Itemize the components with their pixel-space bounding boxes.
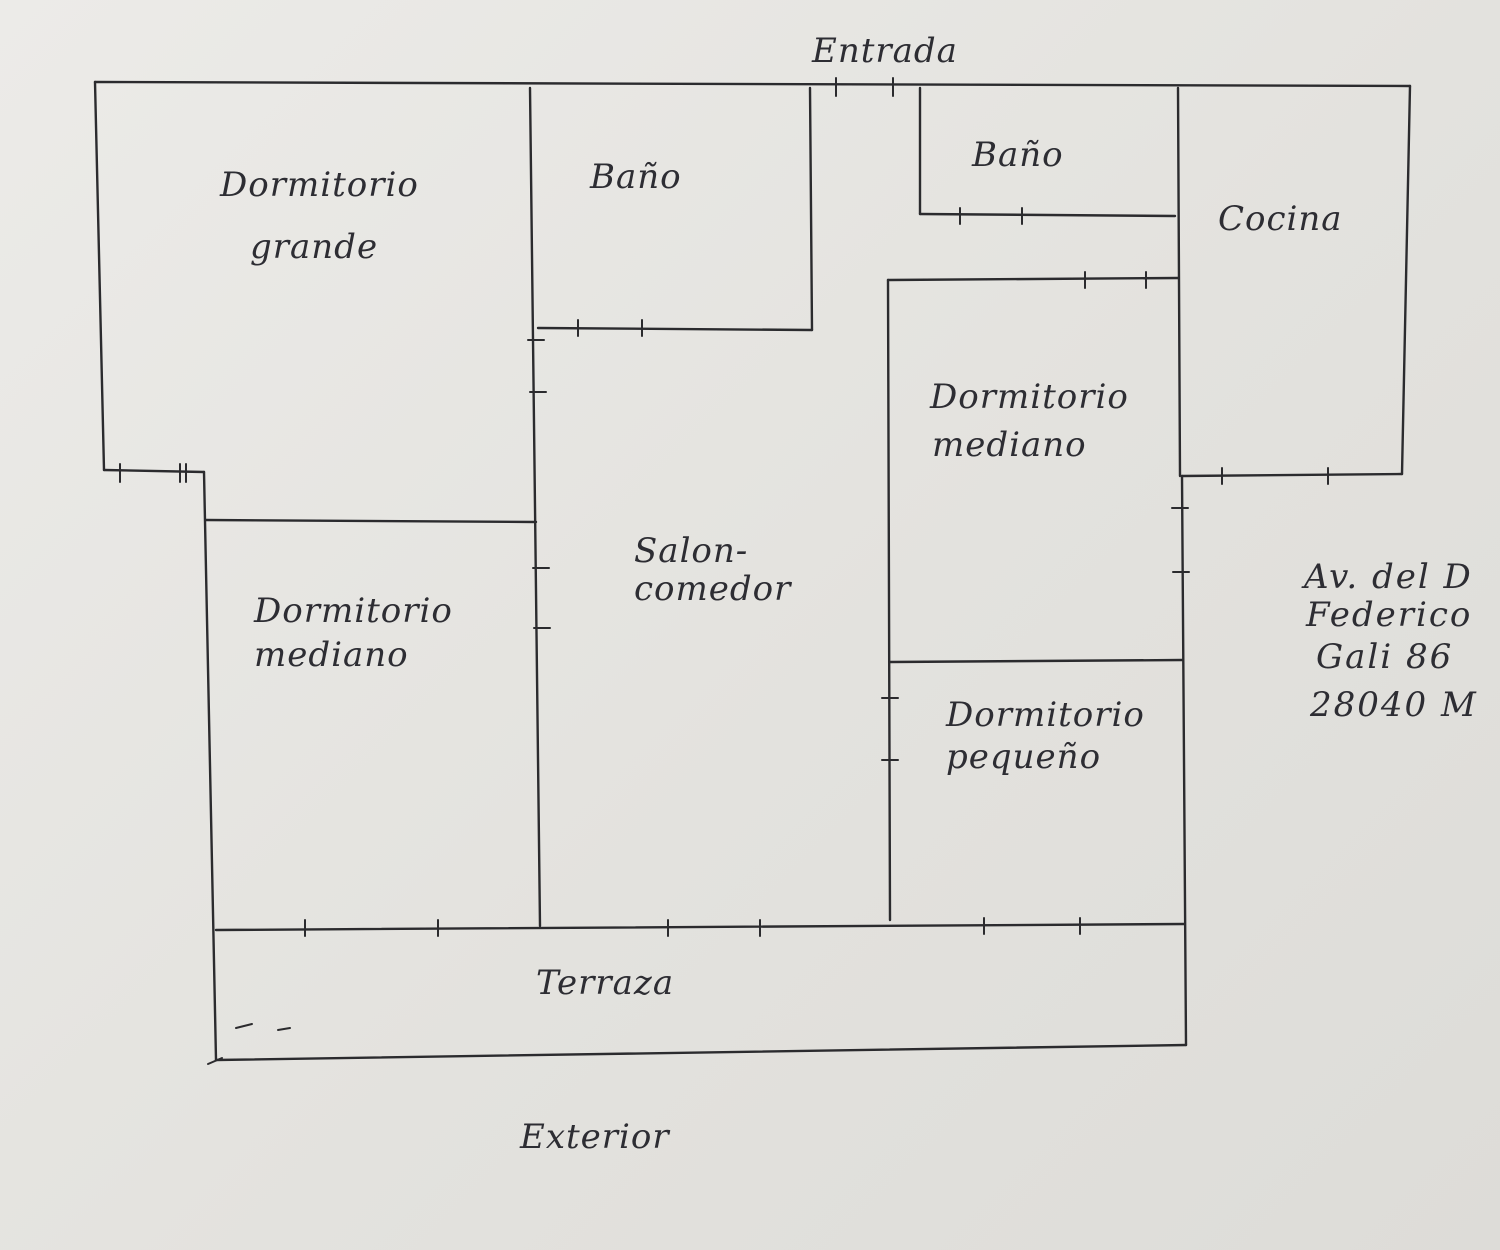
address-line-3: Gali 86	[1316, 637, 1454, 677]
dormitorio-mediano-right-top-wall	[886, 276, 1180, 282]
bano-1-bottom-wall	[536, 326, 814, 332]
salon-comedor-label-line1: Salon-	[634, 531, 749, 571]
address-line-1: Av. del D	[1304, 557, 1473, 597]
pencil-smudges	[207, 1023, 291, 1065]
dormitorio-mediano-right-label-line2: mediano	[932, 425, 1087, 465]
terrace-outer-wall	[214, 1043, 1188, 1062]
outer-wall-top	[93, 80, 1412, 88]
dormitorio-grande-label-line1: Dormitorio	[220, 165, 419, 205]
outer-wall-right-upper	[1400, 84, 1412, 476]
cocina-label: Cocina	[1218, 199, 1343, 239]
terrace-inner-wall	[214, 922, 1186, 932]
entrance-label: Entrada	[812, 31, 958, 71]
dormitorio-pequeno-top-wall	[888, 658, 1184, 664]
dormitorio-pequeno-label-line1: Dormitorio	[946, 695, 1145, 735]
outer-wall-left-lower	[202, 470, 218, 1062]
dormitorio-mediano-right-label-line1: Dormitorio	[930, 377, 1129, 417]
bano-2-right-wall	[1176, 86, 1182, 478]
terraza-label: Terraza	[536, 963, 675, 1003]
address-line-2: Federico	[1306, 595, 1473, 635]
dormitorio-mediano-right-left-wall	[886, 278, 892, 922]
dormitorio-mediano-left-label-line1: Dormitorio	[254, 591, 453, 631]
outer-wall-right-lower	[1180, 474, 1188, 1047]
dormitorio-mediano-left-top-wall	[204, 518, 538, 524]
outer-wall-step-right	[1180, 472, 1404, 478]
address-line-4: 28040 M	[1310, 685, 1478, 725]
salon-left-wall	[528, 86, 542, 928]
exterior-label: Exterior	[520, 1117, 670, 1157]
bano-2-label: Baño	[972, 135, 1064, 175]
dormitorio-pequeno-label-line2: pequeño	[946, 737, 1102, 777]
dormitorio-grande-label-line2: grande	[250, 227, 379, 267]
salon-comedor-label-line2: comedor	[634, 569, 792, 609]
bano-1-label: Baño	[590, 157, 682, 197]
bano-1-right-wall	[808, 86, 814, 332]
outer-wall-left-upper	[93, 80, 106, 472]
door-marks	[119, 77, 1329, 937]
bano-2-bottom-wall	[918, 212, 1177, 218]
dormitorio-mediano-left-label-line2: mediano	[254, 635, 409, 675]
